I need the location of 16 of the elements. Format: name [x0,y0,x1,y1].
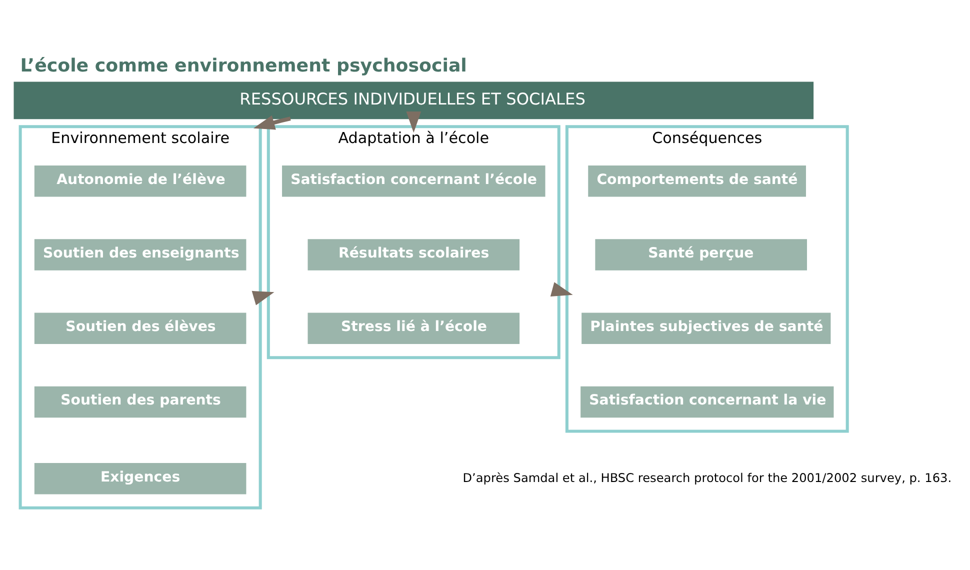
node-box: Stress lié à l’école [308,312,520,344]
node-box: Soutien des enseignants [34,239,246,270]
diagram-title: L’école comme environnement psychosocial [20,56,467,77]
node-box: Résultats scolaires [308,239,520,270]
arrow [253,115,291,130]
node-box: Soutien des élèves [34,312,246,344]
node-box: Soutien des parents [34,386,246,418]
node-box: Comportements de santé [588,165,806,197]
node-box: Autonomie de l’élève [34,165,246,197]
node-box: Santé perçue [595,239,807,270]
node-box: Satisfaction concernant la vie [580,386,834,418]
node-box: Satisfaction concernant l’école [282,165,546,197]
node-box: Plaintes subjectives de santé [582,312,831,344]
arrow [406,112,422,133]
node-box: Exigences [34,463,246,494]
caption: D’après Samdal et al., HBSC research protocol for the 2001/2002 survey, p. 163. [462,470,952,485]
